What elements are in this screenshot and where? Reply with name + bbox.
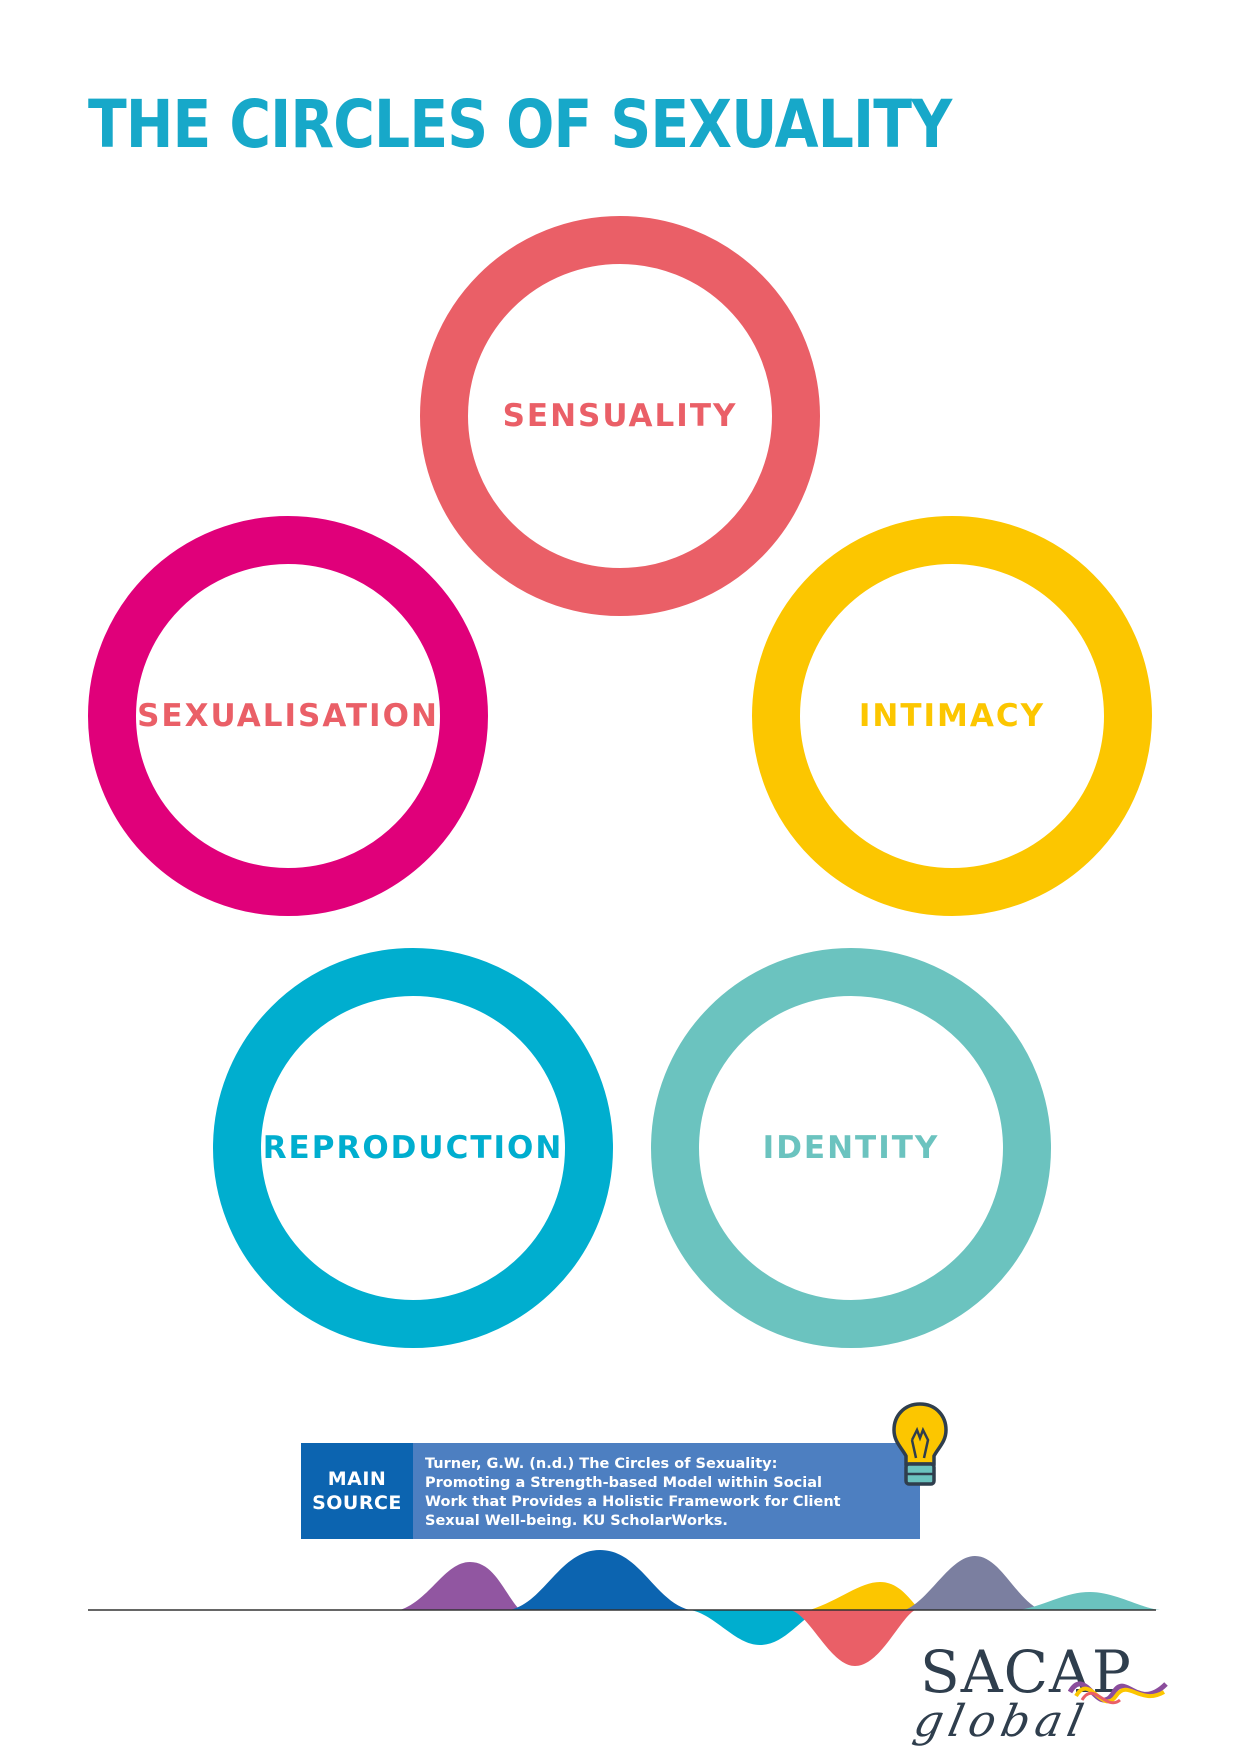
wave-graphic bbox=[88, 1550, 1160, 1666]
logo-squiggle-icon bbox=[1068, 1681, 1168, 1705]
lightbulb-icon bbox=[892, 1402, 948, 1486]
main-source-label-line2: SOURCE bbox=[312, 1492, 402, 1514]
circle-reproduction: REPRODUCTION bbox=[213, 948, 613, 1348]
circle-intimacy: INTIMACY bbox=[752, 516, 1152, 916]
circle-label-sensuality: SENSUALITY bbox=[502, 398, 738, 434]
circle-label-reproduction: REPRODUCTION bbox=[262, 1130, 564, 1166]
circle-identity: IDENTITY bbox=[651, 948, 1051, 1348]
main-source-box: MAIN SOURCE Turner, G.W. (n.d.) The Circ… bbox=[301, 1443, 920, 1539]
main-source-label: MAIN SOURCE bbox=[301, 1443, 413, 1539]
main-source-label-line1: MAIN bbox=[327, 1468, 387, 1490]
circle-sensuality: SENSUALITY bbox=[420, 216, 820, 616]
circle-label-sexualisation: SEXUALISATION bbox=[137, 698, 439, 734]
circle-label-identity: IDENTITY bbox=[762, 1130, 940, 1166]
circle-sexualisation: SEXUALISATION bbox=[88, 516, 488, 916]
page-title: THE CIRCLES OF SEXUALITY bbox=[88, 86, 952, 163]
sacap-logo-sub: global bbox=[909, 1696, 1094, 1747]
main-source-citation: Turner, G.W. (n.d.) The Circles of Sexua… bbox=[413, 1443, 920, 1539]
circle-label-intimacy: INTIMACY bbox=[858, 698, 1046, 734]
